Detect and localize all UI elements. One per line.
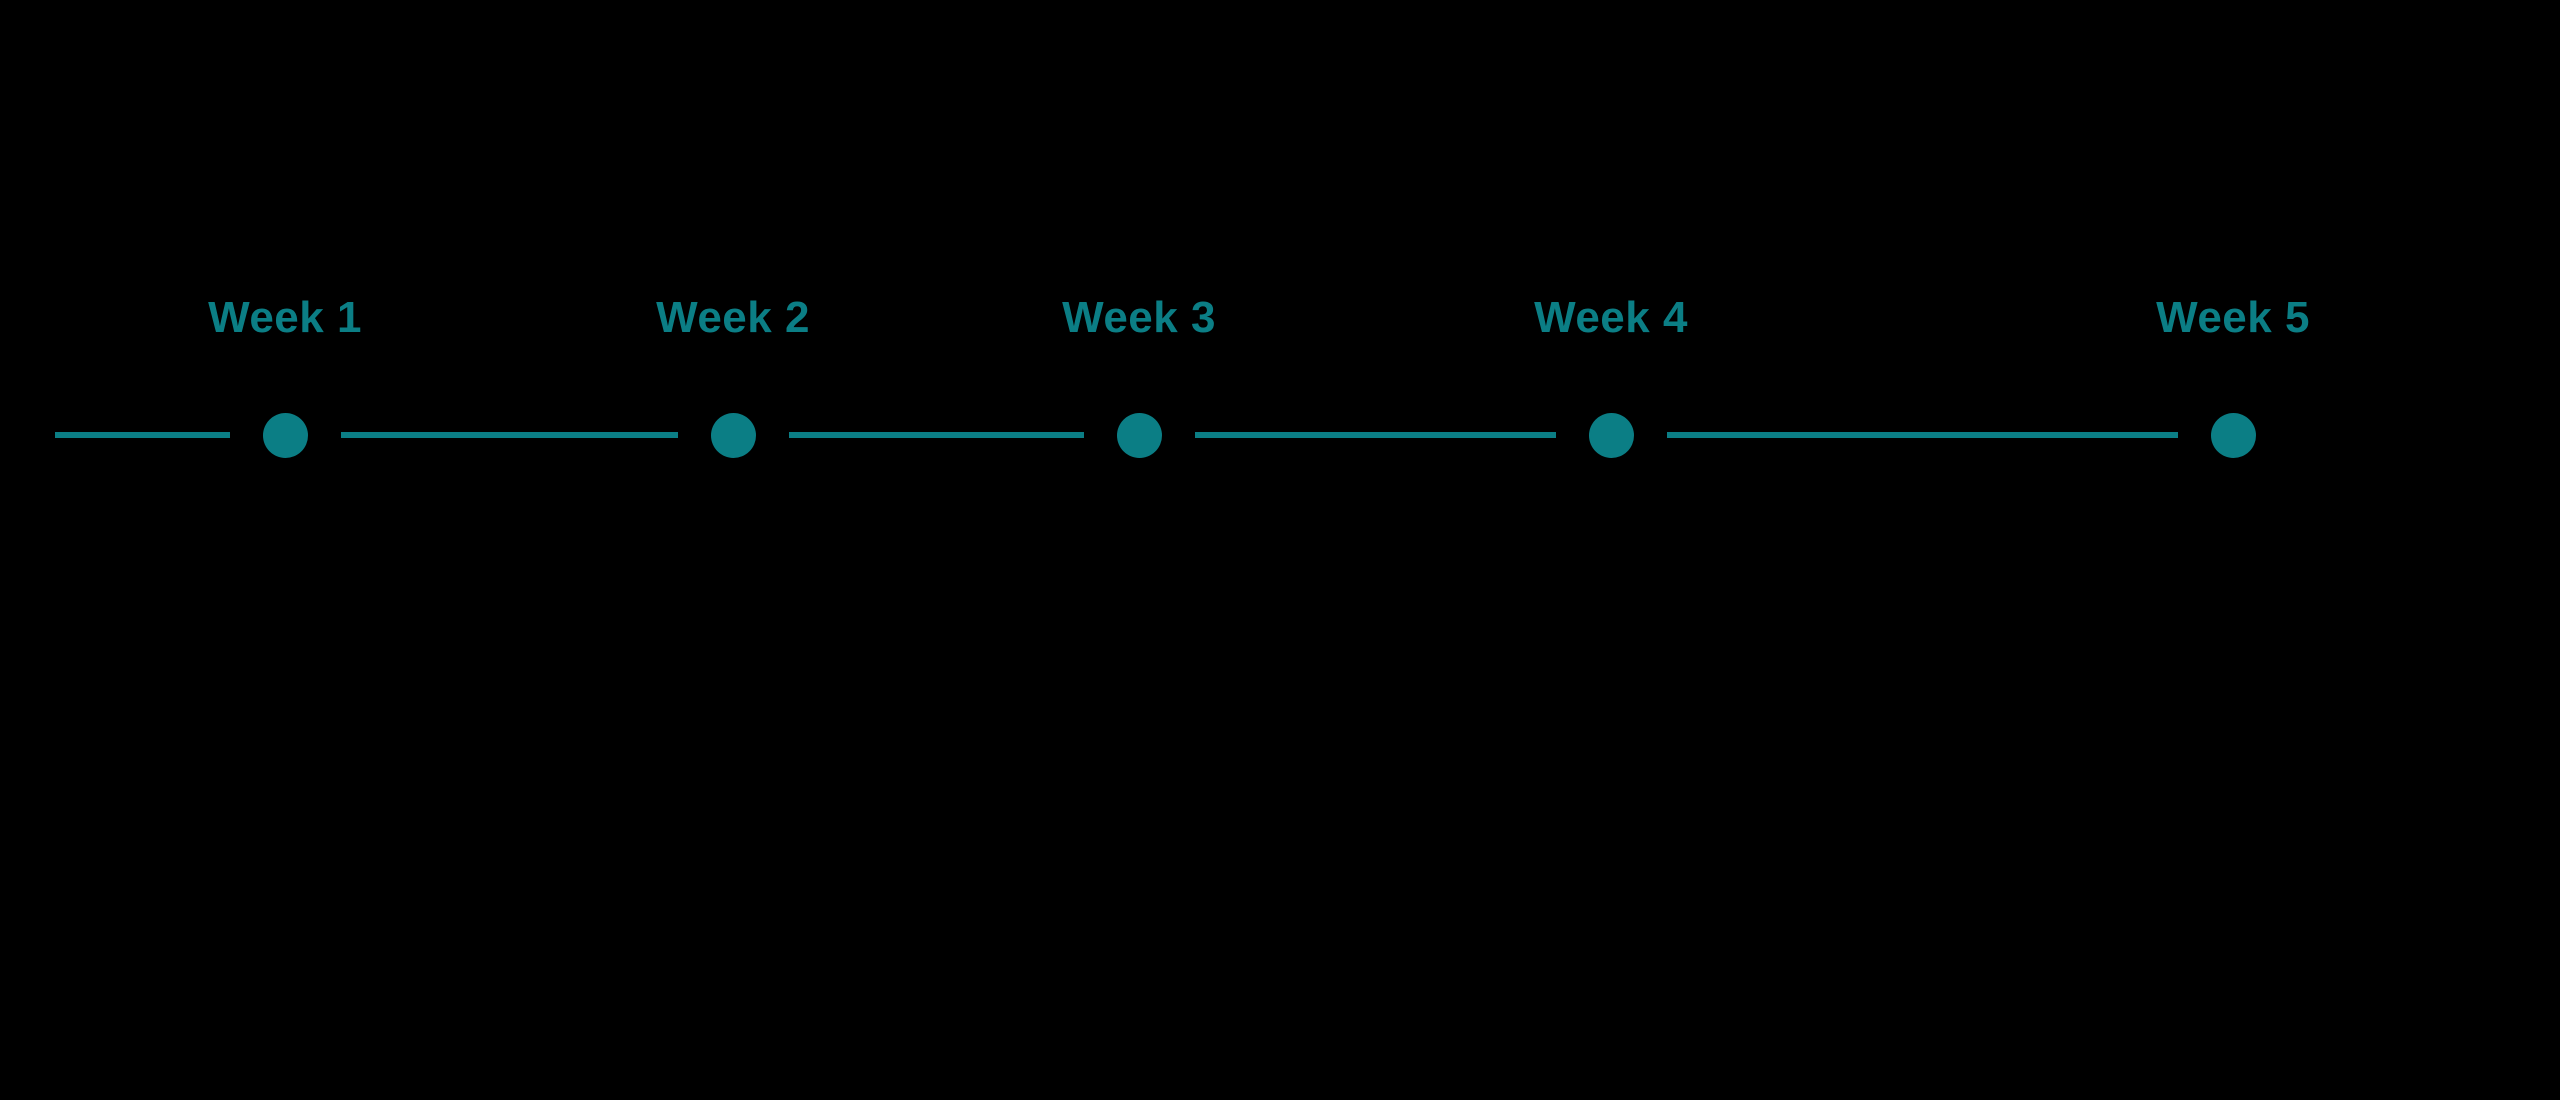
timeline-connector-segment [340,432,678,438]
timeline-milestone-dot [710,412,756,458]
timeline-milestone-label: Week 1 [208,293,362,342]
timeline-connector-segment [55,432,230,438]
timeline-connector-segment [1194,432,1556,438]
timeline-connector-segment [788,432,1084,438]
timeline-milestone-label: Week 4 [1534,293,1688,342]
timeline-milestone-dot [2210,412,2256,458]
timeline-milestone-dot [262,412,308,458]
timeline-connector-segment [1666,432,2178,438]
timeline-milestone-label: Week 5 [2156,293,2310,342]
timeline-milestone-dot [1116,412,1162,458]
timeline-milestone-dot [1588,412,1634,458]
timeline-milestone-label: Week 3 [1062,293,1216,342]
timeline-milestone-label: Week 2 [656,293,810,342]
